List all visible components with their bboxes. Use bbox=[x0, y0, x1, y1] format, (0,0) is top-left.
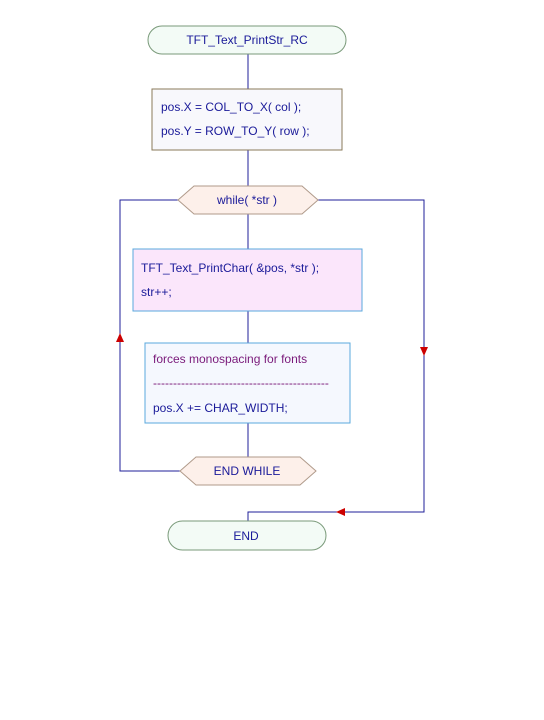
loop-exit-line bbox=[247, 199, 425, 521]
end-entry-arrow-icon bbox=[336, 508, 345, 516]
comment-process-box: forces monospacing for fonts -----------… bbox=[144, 342, 351, 424]
loop-back-line bbox=[119, 199, 180, 472]
start-terminal: TFT_Text_PrintStr_RC bbox=[147, 25, 347, 55]
call-process-box: TFT_Text_PrintChar( &pos, *str ); str++; bbox=[132, 248, 363, 312]
comment-separator: ----------------------------------------… bbox=[153, 376, 329, 390]
assign-process-box: pos.X = COL_TO_X( col ); pos.Y = ROW_TO_… bbox=[151, 88, 343, 151]
comment-statement: pos.X += CHAR_WIDTH; bbox=[153, 401, 288, 415]
call-line-2: str++; bbox=[141, 285, 172, 299]
end-label: END bbox=[233, 529, 259, 543]
end-terminal: END bbox=[167, 520, 327, 551]
loop-back-arrow-icon bbox=[116, 333, 124, 342]
call-line-1: TFT_Text_PrintChar( &pos, *str ); bbox=[141, 261, 319, 275]
end-while-label: END WHILE bbox=[214, 464, 281, 478]
start-label: TFT_Text_PrintStr_RC bbox=[186, 33, 308, 47]
while-condition: while( *str ) bbox=[216, 193, 277, 207]
end-while-node: END WHILE bbox=[179, 456, 317, 486]
while-decision: while( *str ) bbox=[177, 185, 319, 215]
assign-line-1: pos.X = COL_TO_X( col ); bbox=[161, 100, 301, 114]
assign-line-2: pos.Y = ROW_TO_Y( row ); bbox=[161, 124, 310, 138]
loop-exit-arrow-icon bbox=[420, 347, 428, 356]
arrowheads bbox=[116, 333, 428, 516]
comment-text: forces monospacing for fonts bbox=[153, 352, 307, 366]
